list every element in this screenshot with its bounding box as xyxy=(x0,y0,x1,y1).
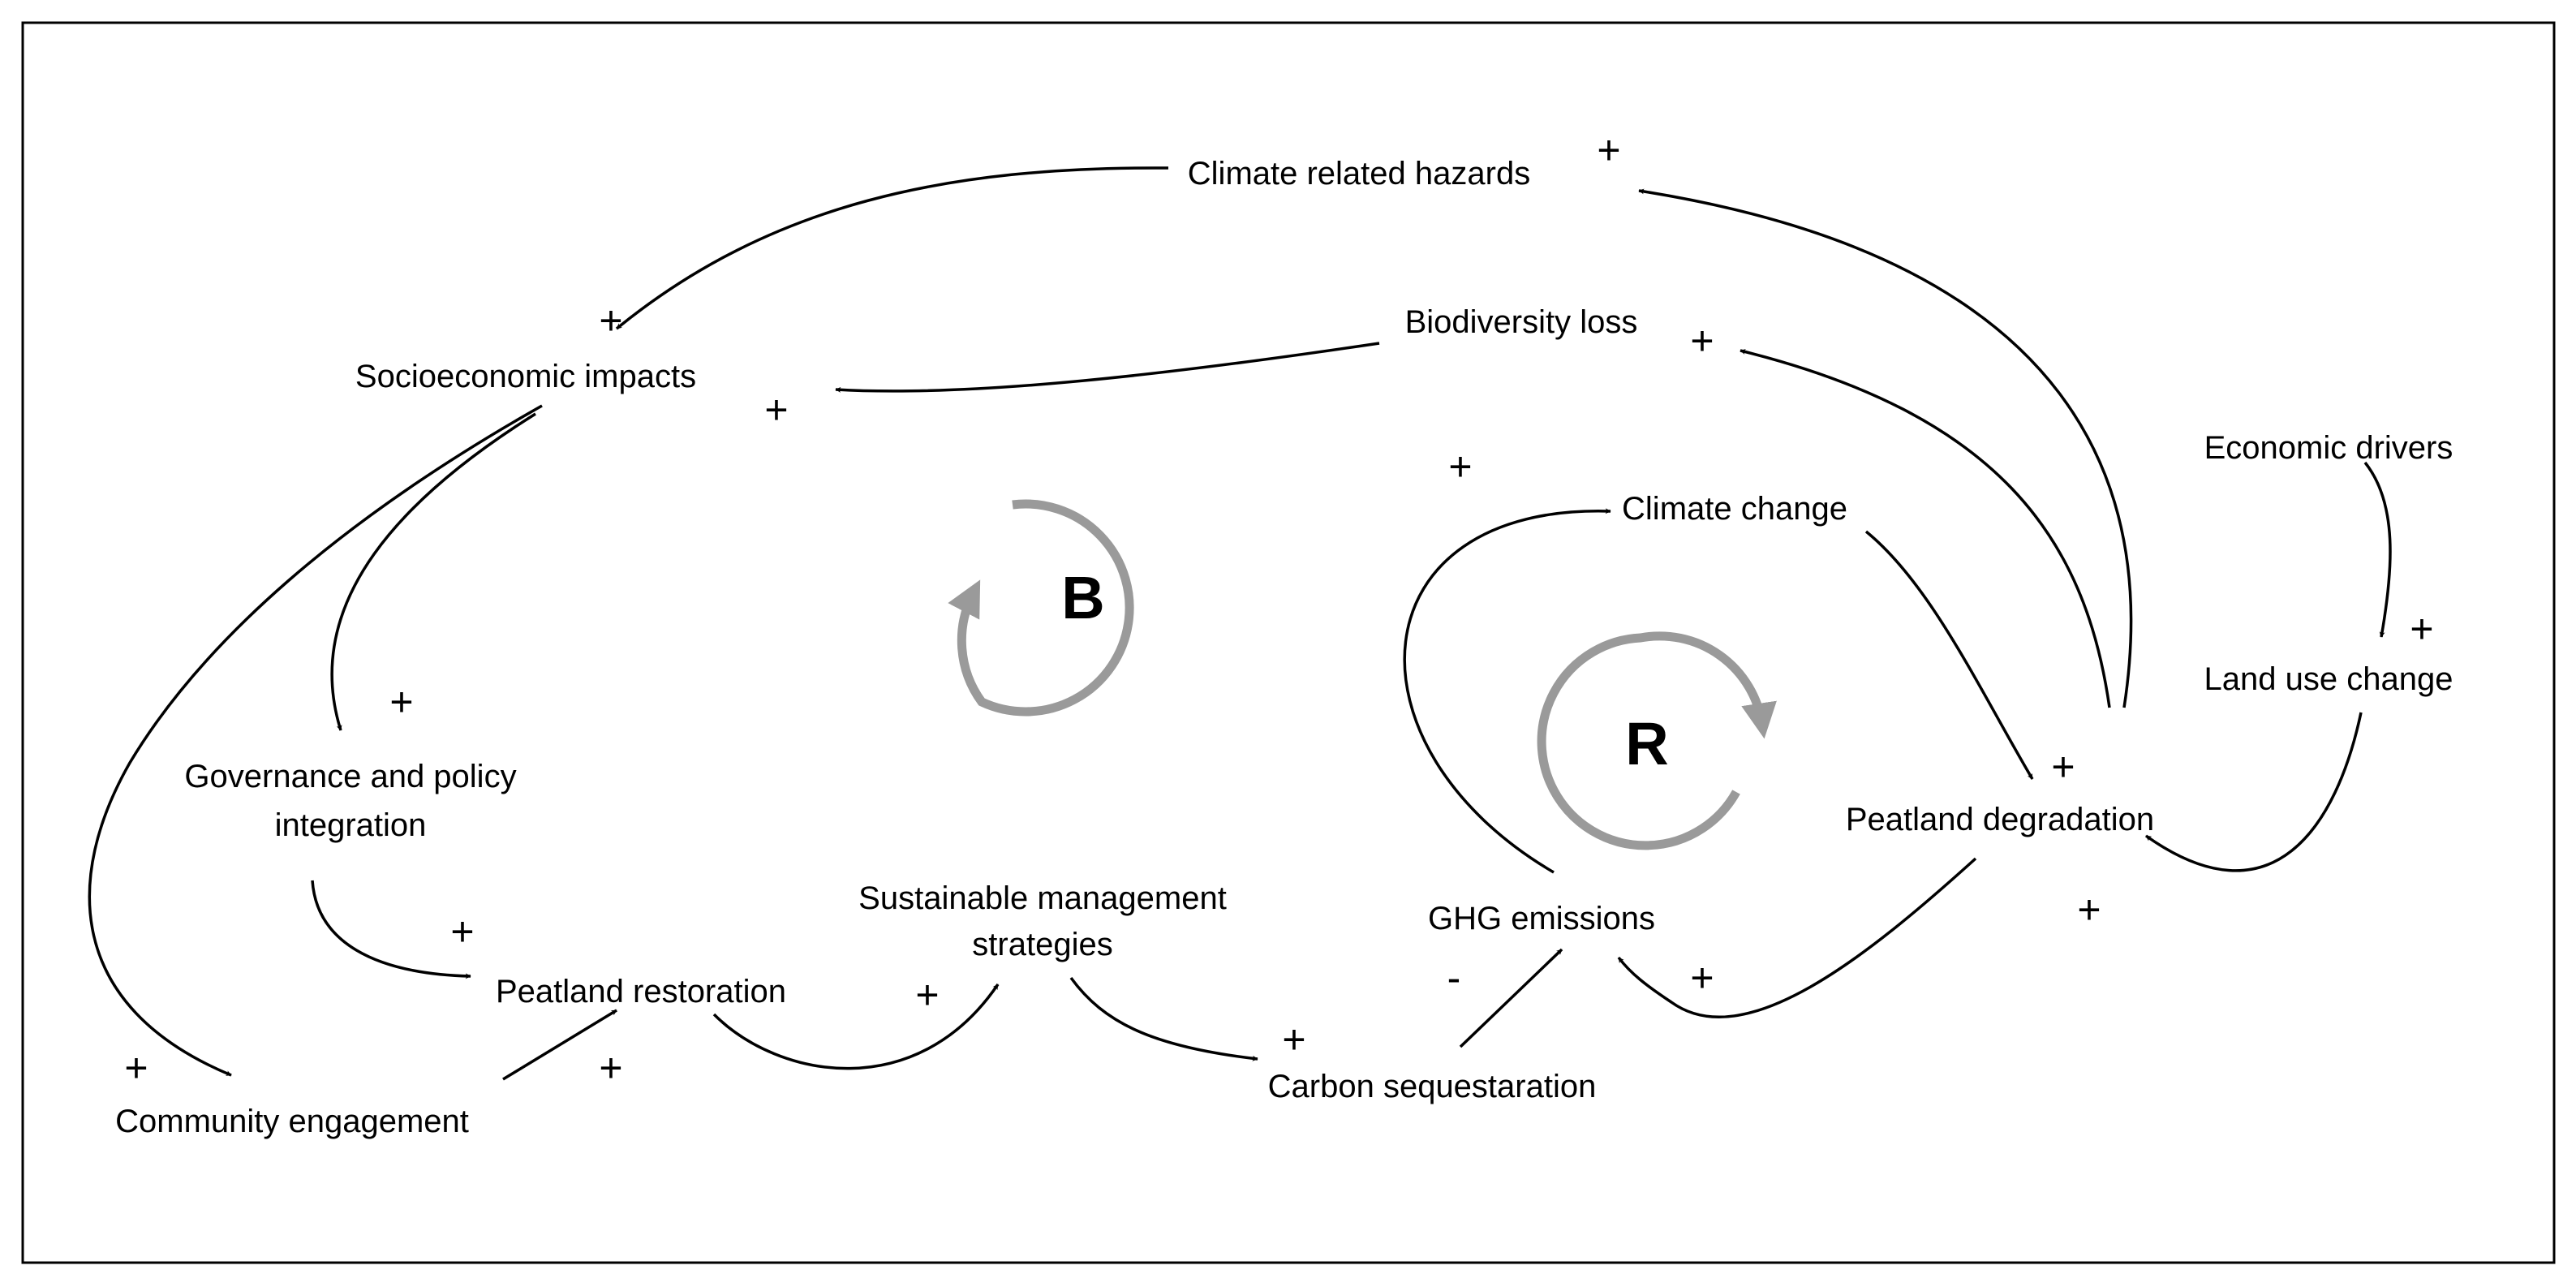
edge-socioeconomic-to-governance xyxy=(330,412,536,731)
polarity-hazards-to-socioeconomic: + xyxy=(599,298,622,343)
polarity-degradation-to-hazards: + xyxy=(1597,127,1620,173)
node-peatland-degradation: Peatland degradation xyxy=(1846,802,2154,837)
balancing-loop-label: B xyxy=(1061,564,1104,631)
polarity-carbon-to-ghg: - xyxy=(1447,955,1461,1001)
node-sustainable-line1: Sustainable management xyxy=(858,880,1227,916)
edge-community-to-restoration xyxy=(502,1009,617,1081)
polarity-restoration-to-sustainable: + xyxy=(915,972,939,1018)
reinforcing-loop: R xyxy=(1537,631,1777,850)
polarity-degradation-to-ghg: + xyxy=(1690,955,1714,1001)
node-governance-line1: Governance and policy xyxy=(184,759,516,794)
balancing-loop-arrow xyxy=(948,499,1134,717)
edge-ghg-to-climate-change xyxy=(1403,508,1611,874)
node-sustainable-line2: strategies xyxy=(972,927,1112,962)
diagram-frame xyxy=(21,21,2556,1264)
nodes: Climate related hazards Biodiversity los… xyxy=(115,156,2453,1139)
node-community-engagement: Community engagement xyxy=(115,1104,469,1139)
polarity-signs: + + + + + + + + + + - + + + + + xyxy=(124,127,2433,1091)
balancing-loop: B xyxy=(948,499,1134,717)
edge-sustainable-to-carbon xyxy=(1069,976,1258,1061)
edges xyxy=(88,166,2392,1081)
edge-economic-to-landuse xyxy=(2363,461,2392,638)
node-climate-related-hazards: Climate related hazards xyxy=(1188,156,1530,192)
edge-socioeconomic-to-community xyxy=(88,404,543,1077)
polarity-landuse-to-degradation: + xyxy=(2077,887,2101,932)
edge-degradation-to-hazards xyxy=(1638,188,2133,708)
edge-hazards-to-socioeconomic xyxy=(615,166,1169,330)
polarity-biodiversity-to-socioeconomic: + xyxy=(764,387,788,433)
edge-governance-to-restoration xyxy=(311,880,471,979)
polarity-sustainable-to-carbon: + xyxy=(1282,1017,1305,1062)
node-economic-drivers: Economic drivers xyxy=(2204,430,2453,466)
polarity-climate-change-to-degradation: + xyxy=(2051,744,2075,790)
polarity-degradation-to-biodiversity: + xyxy=(1690,318,1714,364)
edge-carbon-to-ghg xyxy=(1459,948,1563,1048)
polarity-ghg-to-climate-change: + xyxy=(1448,444,1472,489)
edge-biodiversity-to-socioeconomic xyxy=(835,342,1380,393)
node-socioeconomic-impacts: Socioeconomic impacts xyxy=(355,359,696,394)
node-governance-line2: integration xyxy=(275,807,427,843)
node-peatland-restoration: Peatland restoration xyxy=(496,974,786,1009)
edge-degradation-to-biodiversity xyxy=(1740,349,2111,708)
edge-degradation-to-ghg xyxy=(1617,857,1977,1018)
edge-climate-change-to-degradation xyxy=(1864,530,2034,780)
polarity-governance-to-restoration: + xyxy=(450,909,474,954)
edge-restoration-to-sustainable xyxy=(712,984,1000,1070)
reinforcing-loop-label: R xyxy=(1625,710,1668,777)
node-ghg-emissions: GHG emissions xyxy=(1428,901,1655,936)
polarity-community-to-restoration: + xyxy=(599,1045,622,1091)
polarity-socioeconomic-to-community: + xyxy=(124,1045,148,1091)
reinforcing-loop-arrow xyxy=(1537,631,1777,850)
node-carbon-sequestration: Carbon sequestaration xyxy=(1268,1069,1597,1104)
polarity-socioeconomic-to-governance: + xyxy=(389,679,413,725)
node-climate-change: Climate change xyxy=(1622,491,1847,527)
node-land-use-change: Land use change xyxy=(2204,661,2453,697)
polarity-economic-to-landuse: + xyxy=(2410,606,2433,652)
edge-landuse-to-degradation xyxy=(2144,712,2363,872)
node-biodiversity-loss: Biodiversity loss xyxy=(1405,304,1638,340)
